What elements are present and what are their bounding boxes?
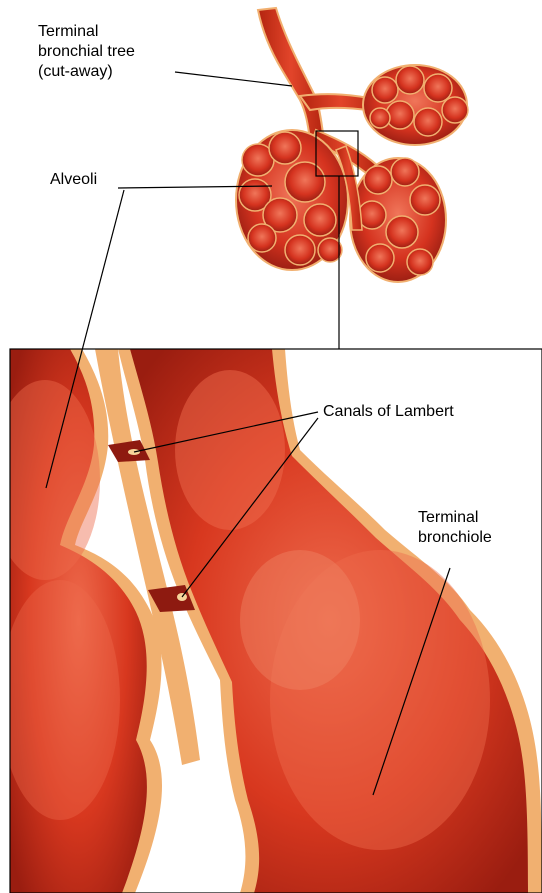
label-canals-of-lambert: Canals of Lambert [323,402,454,422]
enlarged-section [0,349,542,893]
bronchial-tree-illustration [236,8,468,282]
alveolar-lobe-left [236,130,348,270]
alveolar-lobe-lower-right [350,158,446,282]
label-terminal-bronchial-tree: Terminal bronchial tree (cut-away) [38,22,135,82]
label-alveoli: Alveoli [50,170,97,190]
leader-terminal-bronchial-tree [175,72,292,86]
alveolar-lobe-upper-right [363,65,468,145]
bronchus-stem [258,8,324,142]
label-terminal-bronchiole: Terminal bronchiole [418,508,492,548]
